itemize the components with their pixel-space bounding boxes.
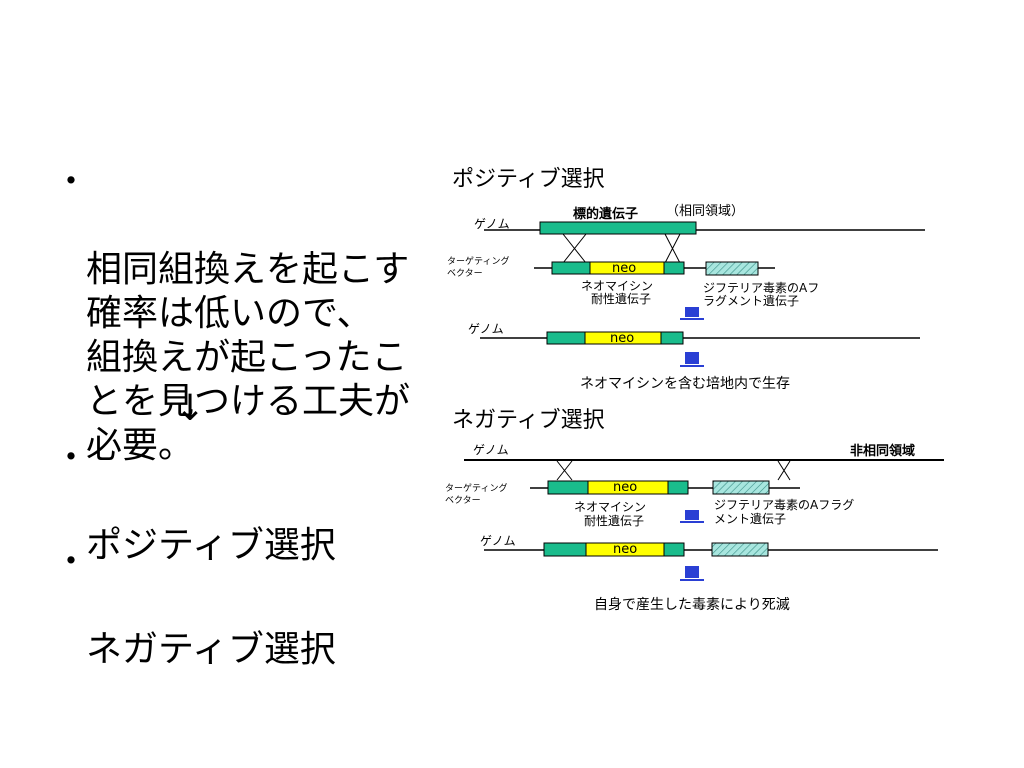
bullet-dot: ・	[54, 438, 88, 478]
homology-arm	[663, 542, 685, 557]
crossover-mark	[562, 233, 681, 264]
homologous-region-label: （相同領域）	[666, 203, 744, 219]
vector-label: ターゲティング	[445, 482, 507, 494]
bullet-dot: ・	[54, 162, 88, 202]
bullet-dot: ・	[54, 542, 88, 582]
homology-arm	[546, 331, 586, 345]
neo-label: neo	[612, 261, 636, 276]
homology-arm	[667, 480, 689, 495]
vector-label: ベクター	[445, 495, 481, 506]
bullet-item-positive: ・ ポジティブ選択	[50, 436, 336, 568]
homology-arm	[660, 331, 684, 345]
dta-label: ラグメント遺伝子	[703, 293, 799, 308]
dta-gene	[705, 261, 759, 276]
genome-label: ゲノム	[468, 322, 504, 336]
neo-resistance-label: 耐性遺伝子	[584, 513, 644, 528]
down-arrow-icon: ↓	[175, 388, 206, 429]
homology-arm	[663, 261, 685, 275]
genome-label: ゲノム	[473, 443, 509, 457]
non-homologous-label: 非相同領域	[850, 443, 915, 459]
bullet-text: ネガティブ選択	[86, 629, 336, 670]
death-label: 自身で産生した毒素により死滅	[594, 597, 790, 613]
dta-label: メント遺伝子	[714, 511, 786, 526]
genome-label: ゲノム	[474, 217, 510, 231]
neo-label: neo	[613, 480, 637, 495]
down-arrow-icon	[680, 307, 704, 320]
neo-resistance-label: ネオマイシン	[581, 279, 653, 293]
dta-label: ジフテリア毒素のAフ	[703, 281, 819, 295]
dta-gene	[712, 480, 770, 495]
neo-label: neo	[610, 331, 634, 346]
negative-selection-panel: ネガティブ選択 ゲノム 非相同領域 ターゲティング ベクター neo ネオマイシ…	[445, 408, 944, 613]
down-arrow-icon	[680, 510, 704, 523]
homology-arm	[551, 261, 591, 275]
bullet-item-negative: ・ ネガティブ選択	[50, 540, 336, 672]
bullet-text: ポジティブ選択	[86, 525, 336, 566]
target-gene-label: 標的遺伝子	[573, 206, 638, 222]
neo-resistance-label: 耐性遺伝子	[591, 291, 651, 306]
homology-arm	[543, 542, 587, 557]
down-arrow-icon	[680, 566, 704, 581]
dta-gene	[711, 542, 769, 557]
target-gene-block	[539, 221, 697, 235]
dta-label: ジフテリア毒素のAフラグ	[714, 498, 854, 512]
bullet-item-reason: ・ 相同組換えを起こす 確率は低いので、 組換えが起こったこ とを見つける工夫が…	[50, 160, 410, 468]
vector-label: ベクター	[447, 268, 483, 279]
crossover-mark	[556, 460, 791, 481]
negative-title: ネガティブ選択	[452, 408, 605, 433]
neo-resistance-label: ネオマイシン	[574, 500, 646, 514]
positive-title: ポジティブ選択	[452, 167, 605, 192]
homology-arm	[547, 480, 589, 495]
genome-label: ゲノム	[480, 534, 516, 548]
vector-label: ターゲティング	[447, 255, 509, 267]
survive-label: ネオマイシンを含む培地内で生存	[580, 376, 790, 392]
neo-label: neo	[613, 542, 637, 557]
down-arrow-icon	[680, 352, 704, 367]
positive-selection-panel: ポジティブ選択 ゲノム 標的遺伝子 （相同領域） ターゲティング ベクター ne…	[447, 167, 925, 392]
bullet-text: 相同組換えを起こす 確率は低いので、 組換えが起こったこ とを見つける工夫が 必…	[86, 249, 411, 466]
